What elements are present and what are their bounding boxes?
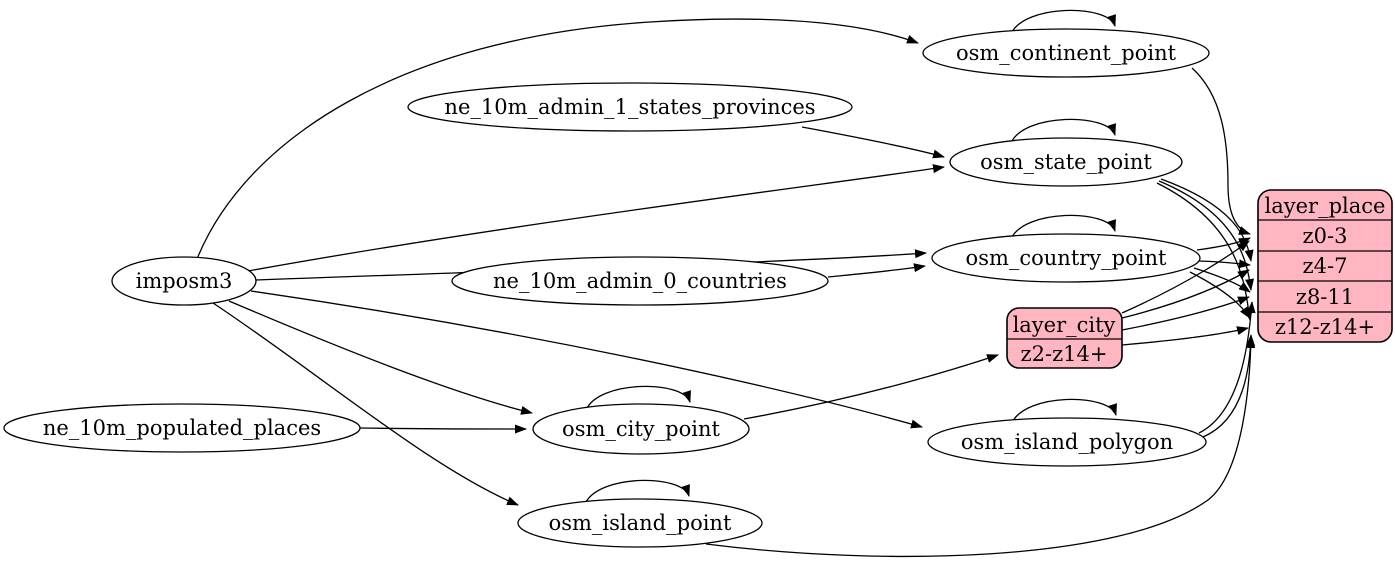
selfloop-osm_state_point [1010, 118, 1116, 144]
osm_country_point-ellipse [931, 233, 1201, 283]
edge-ne_10m_admin_1_states_provinces-to-osm_state_point [801, 126, 945, 159]
edge-osm_country_point-to-layer_place-z8-11 [1193, 267, 1251, 293]
ne_10m_admin_1_states_provinces-ellipse [407, 82, 853, 132]
node-osm_country_point: osm_country_point [931, 233, 1201, 283]
layer_place-title: layer_place [1265, 194, 1386, 218]
ne_10m_admin_0_countries-label: ne_10m_admin_0_countries [493, 269, 787, 293]
ne_10m_admin_1_states_provinces-label: ne_10m_admin_1_states_provinces [444, 95, 815, 119]
osm_state_point-label: osm_state_point [980, 150, 1152, 174]
edge-ne_10m_populated_places-to-osm_city_point [359, 424, 527, 434]
layer_place-row-z0-3: z0-3 [1303, 224, 1348, 248]
edge-imposm3-to-osm_city_point [228, 300, 533, 415]
edge-layer_city-to-layer_place-z4-7 [1121, 269, 1250, 319]
ne_10m_populated_places-ellipse [3, 403, 361, 453]
node-osm_island_polygon: osm_island_polygon [927, 417, 1207, 467]
edge-imposm3-to-osm_continent_point [196, 18, 919, 260]
edge-osm_island_point-to-layer_place-z12-z14 [705, 336, 1256, 558]
node-osm_island_point: osm_island_point [517, 498, 763, 548]
node-ne_10m_admin_0_countries: ne_10m_admin_0_countries [451, 256, 829, 306]
osm_state_point-ellipse [949, 137, 1183, 187]
edge-layer_city-to-layer_place-z12-z14 [1121, 326, 1249, 346]
osm_continent_point-ellipse [922, 28, 1210, 78]
osm_island_polygon-ellipse [927, 417, 1207, 467]
edge-imposm3-to-osm_island_polygon [250, 290, 923, 429]
osm_city_point-ellipse [532, 403, 750, 455]
edge-osm_country_point-to-layer_place-z12-z14 [1189, 271, 1251, 319]
node-ne_10m_admin_1_states_provinces: ne_10m_admin_1_states_provinces [407, 82, 853, 132]
edge-layer_city-to-layer_place-z0-3 [1121, 240, 1250, 314]
node-layer_city: layer_city z2-z14+ [1006, 307, 1123, 369]
selfloop-osm_island_point [584, 479, 690, 505]
edge-imposm3-to-osm_state_point [247, 164, 945, 272]
node-layer_place: layer_place z0-3 z4-7 z8-11 z12-z14+ [1257, 189, 1393, 343]
layer_city-row-z2-z14: z2-z14+ [1021, 342, 1108, 366]
osm_island_point-ellipse [517, 498, 763, 548]
node-osm_city_point: osm_city_point [532, 403, 750, 455]
node-ne_10m_populated_places: ne_10m_populated_places [3, 403, 361, 453]
selfloop-osm_country_point [1010, 214, 1116, 240]
ne_10m_populated_places-label: ne_10m_populated_places [43, 416, 321, 440]
layer_place-row-z12-z14: z12-z14+ [1275, 315, 1375, 339]
ne_10m_admin_0_countries-ellipse [451, 256, 829, 306]
node-imposm3: imposm3 [111, 256, 257, 306]
layer_city-box [1006, 307, 1123, 369]
layer_city-title: layer_city [1013, 313, 1116, 337]
osm_city_point-label: osm_city_point [562, 417, 720, 441]
layer_place-box [1257, 189, 1393, 343]
edge-osm_state_point-to-layer_place-z4-7 [1160, 178, 1254, 262]
osm_island_point-label: osm_island_point [549, 511, 732, 535]
layer_place-row-z4-7: z4-7 [1303, 254, 1348, 278]
edge-osm_country_point-to-layer_place-z0-3 [1196, 237, 1251, 251]
edge-layer [196, 9, 1256, 558]
layer_place-row-z8-11: z8-11 [1296, 285, 1354, 309]
edge-ne_10m_admin_0_countries-to-osm_country_point [827, 263, 926, 278]
osm_island_polygon-label: osm_island_polygon [961, 430, 1173, 454]
osm_continent_point-label: osm_continent_point [956, 41, 1177, 65]
edge-layer_city-to-layer_place-z8-11 [1121, 296, 1250, 331]
edge-osm_city_point-to-layer_city-z2-z14 [743, 354, 999, 420]
selfloop-osm_city_point [585, 385, 691, 411]
imposm3-ellipse [111, 256, 257, 306]
edge-osm_island_polygon-to-layer_place-z8-11 [1198, 301, 1256, 434]
node-osm_state_point: osm_state_point [949, 137, 1183, 187]
edge-osm_island_polygon-to-layer_place-z12-z14 [1202, 334, 1256, 438]
edge-osm_state_point-to-layer_place-z8-11 [1158, 180, 1255, 291]
edge-osm_country_point-to-layer_place-z4-7 [1198, 259, 1251, 269]
imposm3-label: imposm3 [136, 269, 233, 293]
osm_country_point-label: osm_country_point [966, 246, 1167, 270]
node-osm_continent_point: osm_continent_point [922, 28, 1210, 78]
selfloop-osm_continent_point [1010, 9, 1116, 35]
selfloop-osm_island_polygon [1011, 398, 1117, 424]
edge-imposm3-to-osm_island_point [212, 302, 519, 506]
edge-osm_continent_point-to-layer_place-z0-3 [1191, 67, 1251, 235]
